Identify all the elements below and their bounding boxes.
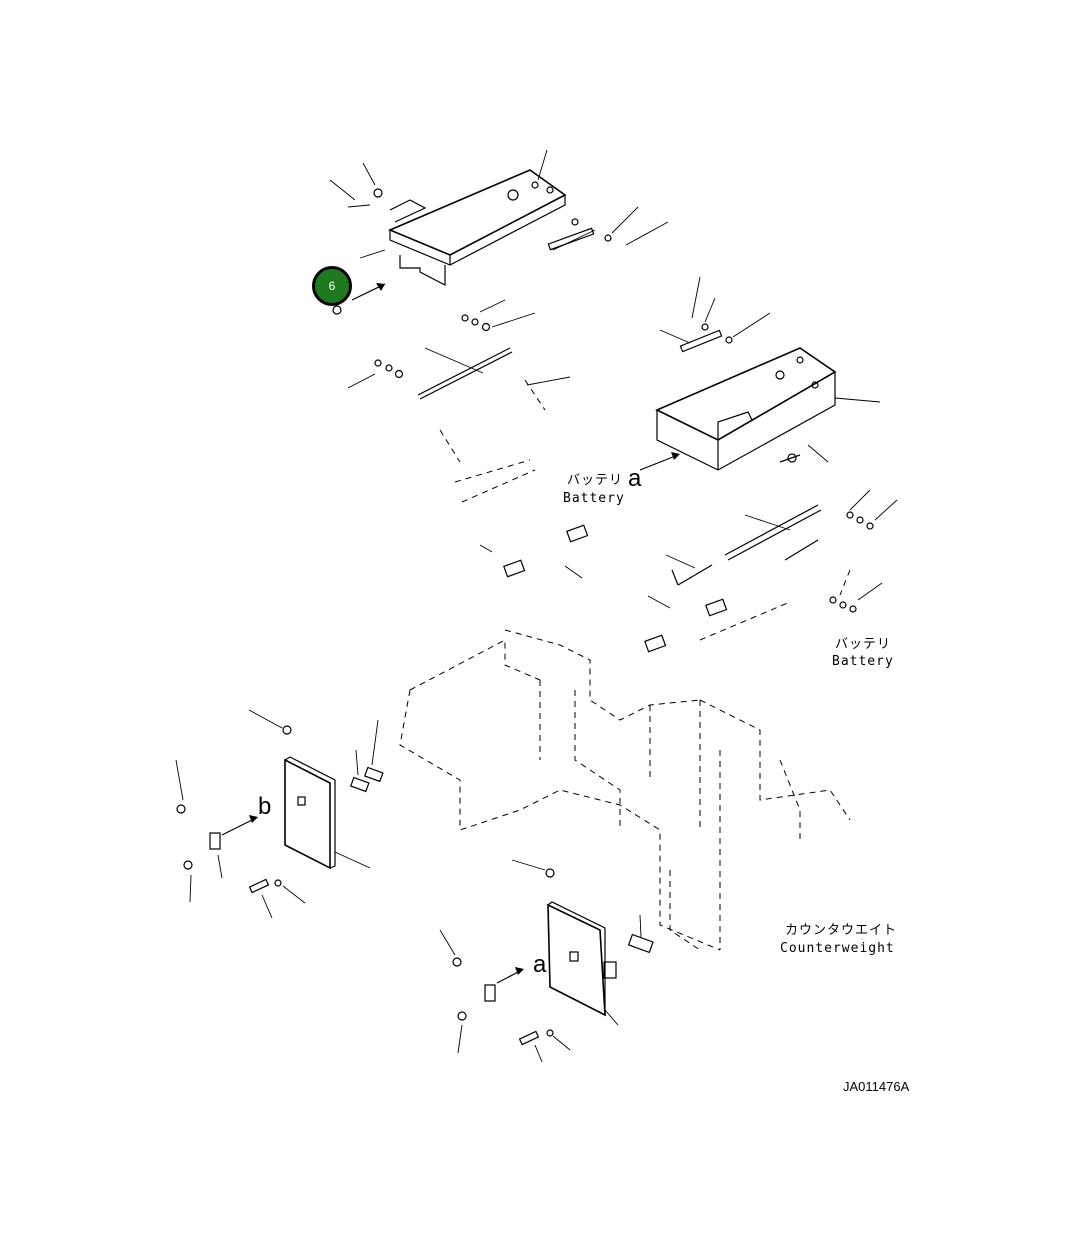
counterweight-label-jp: カウンタウエイト (785, 923, 897, 938)
upper-hardware (329, 149, 669, 315)
part-callout-6[interactable]: 6 (312, 266, 352, 306)
part-callout-number: 6 (328, 279, 336, 293)
battery-label-upper-jp: バッテリ (567, 473, 623, 488)
battery-label-lower-en: Battery (832, 654, 894, 669)
reference-letter-a-lower: a (533, 951, 547, 978)
battery-box (639, 347, 881, 471)
reference-letter-b: b (258, 793, 271, 820)
upper-rod-assembly (347, 299, 571, 503)
battery-label-upper-en: Battery (563, 491, 625, 506)
lower-rear-panel (439, 859, 654, 1063)
battery-label-lower-jp: バッテリ (835, 637, 891, 652)
machine-frame (399, 629, 851, 951)
counterweight-label-en: Counterweight (780, 941, 895, 956)
upper-battery-tray (387, 169, 567, 286)
drawing-number: JA011476A (843, 1079, 910, 1094)
spacer-pads (479, 524, 728, 653)
battery-rod-assembly (665, 489, 898, 641)
battery-top-hardware (659, 276, 829, 463)
reference-letter-a-upper: a (628, 465, 642, 492)
left-side-panel (175, 709, 384, 919)
